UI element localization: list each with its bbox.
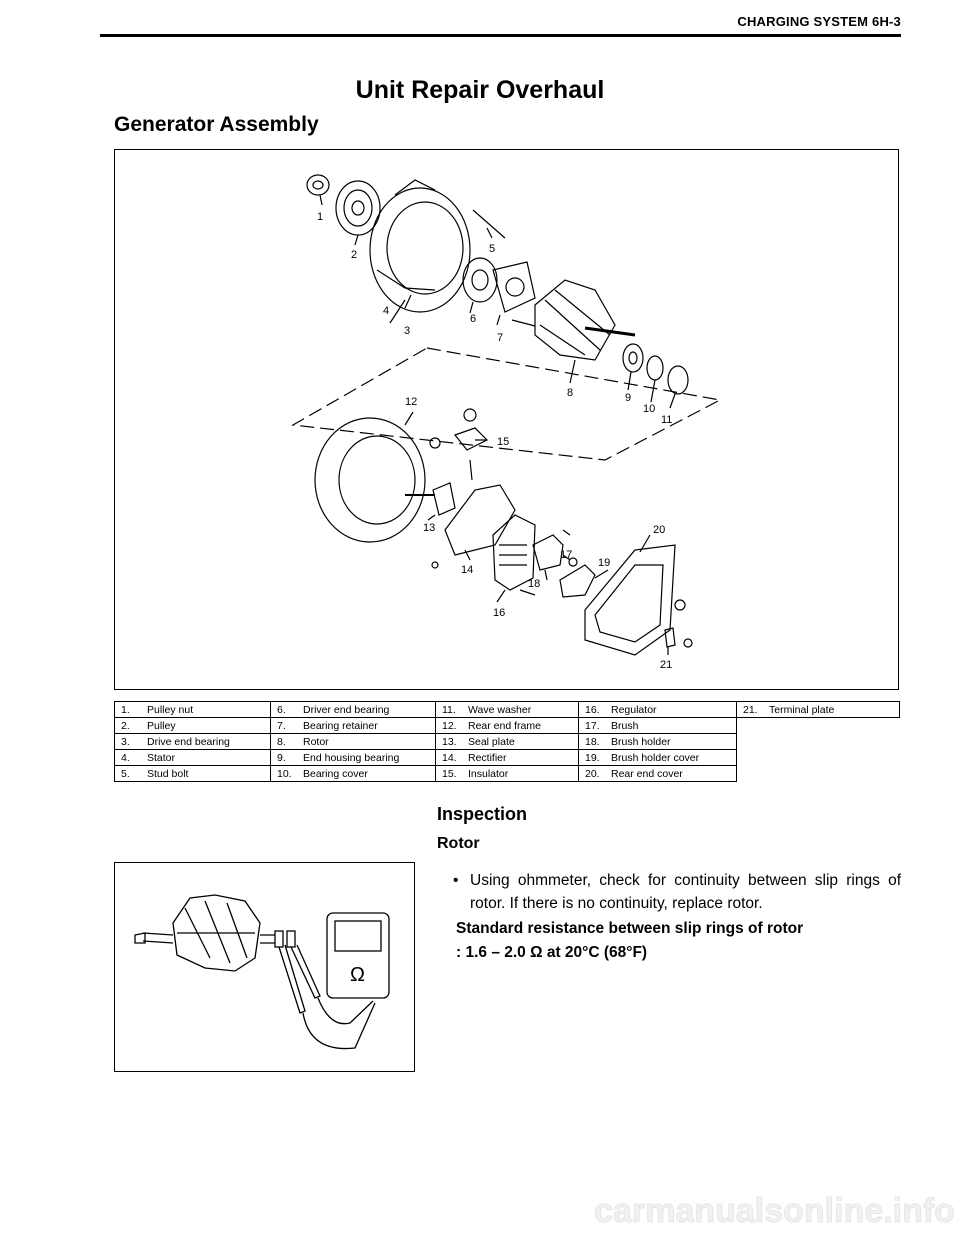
table-cell: 18.Brush holder <box>578 733 737 750</box>
table-cell: 20.Rear end cover <box>578 765 737 782</box>
callout-12: 12 <box>405 396 417 408</box>
brush-holder-shape <box>532 534 564 571</box>
table-cell-empty <box>736 733 900 750</box>
table-row: 2.Pulley 7.Bearing retainer 12.Rear end … <box>114 717 900 734</box>
table-row: 4.Stator 9.End housing bearing 14.Rectif… <box>114 749 900 766</box>
callout-20: 20 <box>653 524 665 536</box>
rotor-body-shape <box>172 894 261 972</box>
ohm-symbol: Ω <box>350 964 365 986</box>
table-row: 5.Stud bolt 10.Bearing cover 15.Insulato… <box>114 765 900 782</box>
callout-21: 21 <box>660 659 672 671</box>
table-cell: 14.Rectifier <box>435 749 579 766</box>
brush-holder-cover-shape <box>559 564 596 598</box>
callout-16: 16 <box>493 607 505 619</box>
table-cell: 6.Driver end bearing <box>270 701 436 718</box>
end-housing-bearing-shape <box>622 343 644 373</box>
table-cell: 21.Terminal plate <box>736 701 900 718</box>
table-row: 1.Pulley nut 6.Driver end bearing 11.Wav… <box>114 701 900 718</box>
callout-14: 14 <box>461 564 473 576</box>
table-cell: 4.Stator <box>114 749 271 766</box>
table-cell: 1.Pulley nut <box>114 701 271 718</box>
table-cell: 16.Regulator <box>578 701 737 718</box>
table-cell: 13.Seal plate <box>435 733 579 750</box>
callout-18: 18 <box>528 578 540 590</box>
spec-value: : 1.6 – 2.0 Ω at 20°C (68°F) <box>456 944 648 961</box>
drive-end-frame-shape <box>369 187 471 313</box>
rear-end-frame-shape <box>314 417 426 543</box>
callout-2: 2 <box>351 249 357 261</box>
callout-17: 17 <box>560 549 572 561</box>
table-cell-empty <box>736 765 900 782</box>
section-title: Generator Assembly <box>114 113 319 136</box>
spec-title: Standard resistance between slip rings o… <box>456 920 804 937</box>
callout-7: 7 <box>497 332 503 344</box>
bearing-retainer-shape <box>492 261 536 313</box>
table-cell: 19.Brush holder cover <box>578 749 737 766</box>
watermark-text: carmanualsonline.info <box>594 1192 955 1230</box>
callout-1: 1 <box>317 211 323 223</box>
seal-plate-shape <box>432 482 456 516</box>
pulley-nut-shape <box>306 174 330 196</box>
page-title: Unit Repair Overhaul <box>355 76 605 104</box>
bullet-text: Using ohmmeter, check for continuity bet… <box>470 872 901 912</box>
rear-end-cover-shape <box>584 544 676 656</box>
callout-11: 11 <box>661 414 672 426</box>
rotor-shape <box>534 279 616 361</box>
inspection-heading: Inspection <box>437 804 528 824</box>
table-cell: 8.Rotor <box>270 733 436 750</box>
driver-end-bearing-shape <box>462 257 498 303</box>
table-row: 3.Drive end bearing 8.Rotor 13.Seal plat… <box>114 733 900 750</box>
callout-4: 4 <box>383 305 389 317</box>
table-cell: 11.Wave washer <box>435 701 579 718</box>
watermark-logo: carmanualsonline.info <box>594 1192 956 1230</box>
table-cell-empty <box>736 749 900 766</box>
wave-washer-shape <box>667 365 689 395</box>
table-cell: 12.Rear end frame <box>435 717 579 734</box>
table-cell: 15.Insulator <box>435 765 579 782</box>
parts-legend-table: 1.Pulley nut 6.Driver end bearing 11.Wav… <box>114 701 900 782</box>
callout-13: 13 <box>423 522 435 534</box>
generator-exploded-diagram: 1 2 3 4 5 6 7 8 9 10 11 12 13 14 15 16 1… <box>114 149 899 690</box>
table-cell: 5.Stud bolt <box>114 765 271 782</box>
table-cell: 7.Bearing retainer <box>270 717 436 734</box>
probe-1-shape <box>278 944 306 1014</box>
callout-10: 10 <box>643 403 655 415</box>
terminal-plate-shape <box>664 627 676 648</box>
probe-2-shape <box>290 944 321 999</box>
table-cell: 2.Pulley <box>114 717 271 734</box>
page-header: CHARGING SYSTEM 6H-3 <box>737 14 901 29</box>
callout-19: 19 <box>598 557 610 569</box>
ohmmeter-shape <box>326 912 390 999</box>
table-cell: 9.End housing bearing <box>270 749 436 766</box>
bullet-mark: • <box>453 872 459 889</box>
callout-9: 9 <box>625 392 631 404</box>
table-cell: 17.Brush <box>578 717 737 734</box>
header-rule <box>100 34 901 37</box>
rotor-subheading: Rotor <box>437 835 480 852</box>
rotor-ohmmeter-figure: Ω <box>114 862 415 1072</box>
callout-labels: 1 2 3 4 5 6 7 8 9 10 11 12 13 14 15 16 1… <box>317 211 672 671</box>
table-cell: 3.Drive end bearing <box>114 733 271 750</box>
rotor-shaft-shape <box>142 932 174 944</box>
callout-3: 3 <box>404 325 410 337</box>
inspection-bullet: • Using ohmmeter, check for continuity b… <box>453 869 901 915</box>
callout-8: 8 <box>567 387 573 399</box>
stud-bolt-shape <box>472 209 506 239</box>
callout-5: 5 <box>489 243 495 255</box>
table-cell: 10.Bearing cover <box>270 765 436 782</box>
regulator-shape <box>492 514 536 591</box>
callout-15: 15 <box>497 436 509 448</box>
table-cell-empty <box>736 717 900 734</box>
callout-6: 6 <box>470 313 476 325</box>
rectifier-shape <box>444 484 516 556</box>
bearing-cover-shape <box>646 355 664 381</box>
